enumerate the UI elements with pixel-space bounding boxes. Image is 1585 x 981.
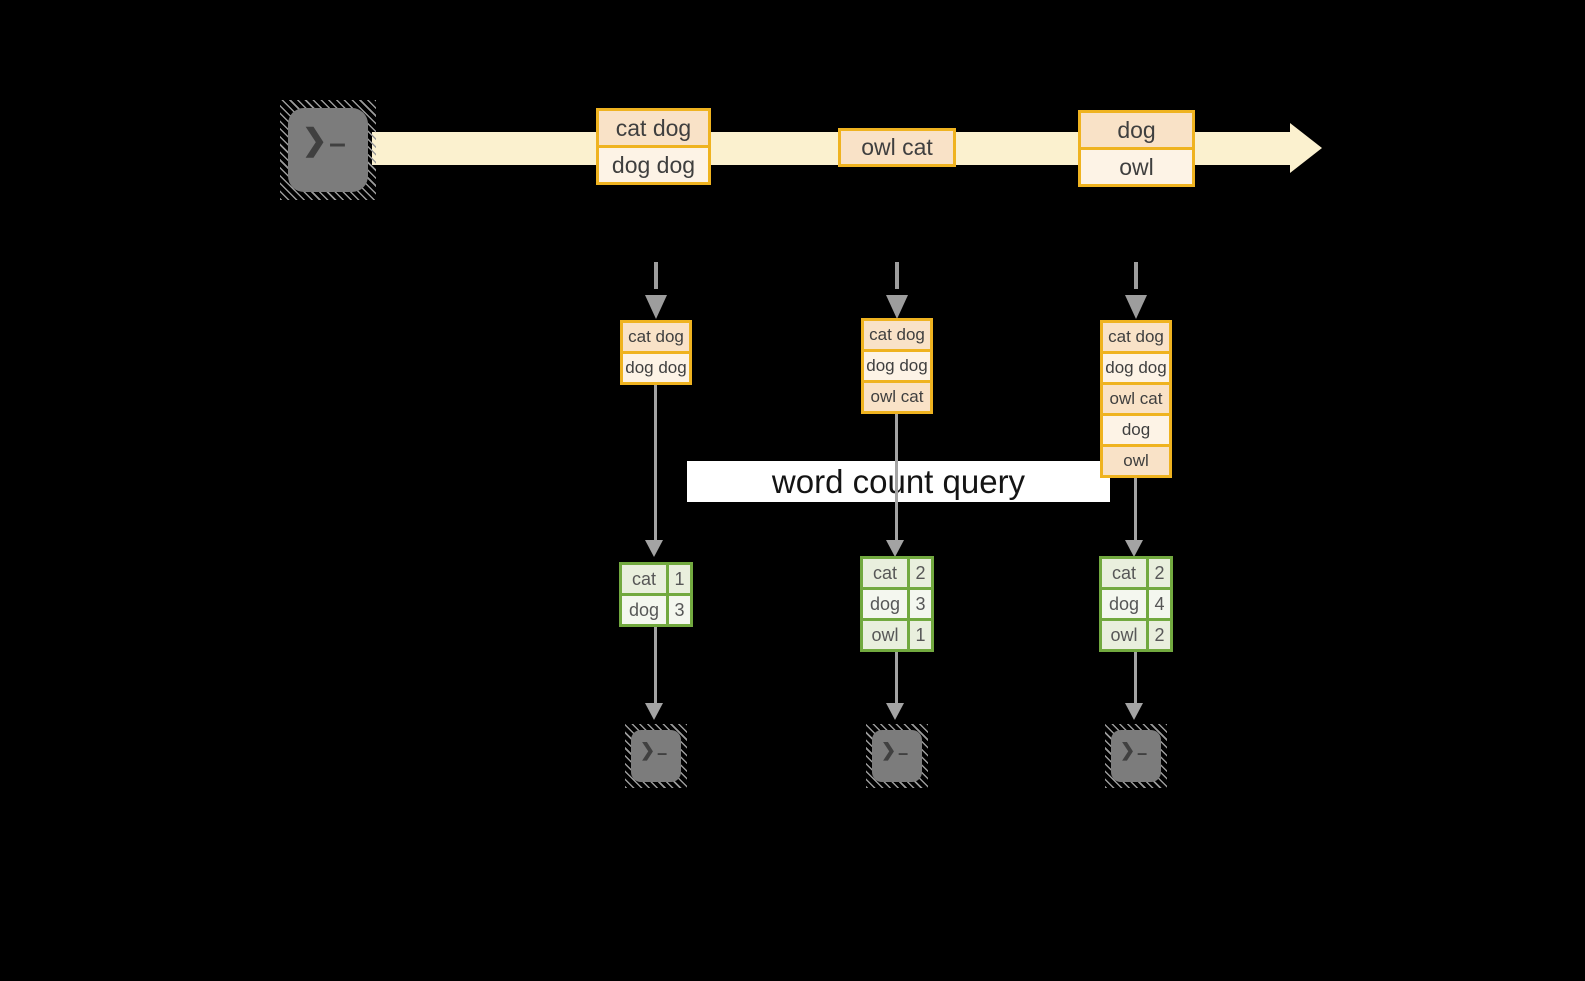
terminal-prompt-icon: ❯– xyxy=(302,124,346,159)
buffer-stack: cat dog dog dog xyxy=(620,320,692,385)
terminal-icon: ❯– xyxy=(280,100,376,200)
prompt-chevron: ❯ xyxy=(302,124,328,157)
arrow-line xyxy=(654,627,657,703)
prompt-cursor: – xyxy=(657,743,668,763)
buffer-stack: cat dog dog dog owl cat xyxy=(861,318,933,414)
stream-message-box: owl cat xyxy=(838,128,956,167)
count-word-cell: owl xyxy=(1102,621,1146,649)
prompt-cursor: – xyxy=(898,743,909,763)
count-value-cell: 1 xyxy=(910,621,931,649)
prompt-chevron: ❯ xyxy=(1120,740,1136,760)
terminal-screen: ❯– xyxy=(631,730,681,782)
stream-message: cat dog xyxy=(599,111,708,145)
count-word-cell: cat xyxy=(622,565,666,593)
count-value-cell: 3 xyxy=(669,596,690,624)
stream-message: dog dog xyxy=(599,148,708,182)
count-value-cell: 4 xyxy=(1149,590,1170,618)
prompt-chevron: ❯ xyxy=(881,740,897,760)
prompt-cursor: – xyxy=(329,127,346,160)
prompt-chevron: ❯ xyxy=(640,740,656,760)
query-banner-label: word count query xyxy=(771,462,1026,500)
terminal-icon: ❯– xyxy=(866,724,928,788)
terminal-prompt-icon: ❯– xyxy=(881,740,908,762)
buffer-stack: cat dog dog dog owl cat dog owl xyxy=(1100,320,1172,478)
dashed-arrow-head xyxy=(645,295,667,319)
terminal-icon: ❯– xyxy=(625,724,687,788)
count-word-cell: dog xyxy=(863,590,907,618)
arrow-head xyxy=(1125,703,1143,720)
terminal-icon: ❯– xyxy=(1105,724,1167,788)
terminal-screen: ❯– xyxy=(872,730,922,782)
query-banner: word count query xyxy=(687,461,1110,502)
buffered-message: dog dog xyxy=(864,352,930,380)
buffered-message: cat dog xyxy=(864,321,930,349)
arrow-line xyxy=(895,414,898,540)
word-count-table: cat 2 dog 4 owl 2 xyxy=(1099,556,1173,652)
arrow-head xyxy=(645,540,663,557)
stream-message: owl cat xyxy=(841,131,953,164)
arrow-line xyxy=(1134,478,1137,540)
terminal-prompt-icon: ❯– xyxy=(1120,740,1147,762)
dashed-arrow-head xyxy=(1125,295,1147,319)
stream-arrow-head xyxy=(1290,123,1322,173)
terminal-prompt-icon: ❯– xyxy=(640,740,667,762)
arrow-head xyxy=(1125,540,1143,557)
dashed-arrow-line xyxy=(895,262,899,289)
arrow-head xyxy=(886,540,904,557)
count-word-cell: cat xyxy=(863,559,907,587)
dashed-arrow-line xyxy=(1134,262,1138,289)
arrow-line xyxy=(1134,652,1137,703)
dashed-arrow-line xyxy=(654,262,658,289)
count-value-cell: 2 xyxy=(1149,559,1170,587)
arrow-line xyxy=(895,652,898,703)
prompt-cursor: – xyxy=(1137,743,1148,763)
count-word-cell: dog xyxy=(622,596,666,624)
terminal-screen: ❯– xyxy=(288,108,368,192)
stream-message-box: dog owl xyxy=(1078,110,1195,187)
buffered-message: dog dog xyxy=(1103,354,1169,382)
word-count-table: cat 1 dog 3 xyxy=(619,562,693,627)
buffered-message: cat dog xyxy=(623,323,689,351)
count-value-cell: 2 xyxy=(1149,621,1170,649)
arrow-head xyxy=(886,703,904,720)
buffered-message: owl cat xyxy=(864,383,930,411)
word-count-table: cat 2 dog 3 owl 1 xyxy=(860,556,934,652)
buffered-message: owl cat xyxy=(1103,385,1169,413)
stream-message: dog xyxy=(1081,113,1192,147)
count-word-cell: dog xyxy=(1102,590,1146,618)
stream-message: owl xyxy=(1081,150,1192,184)
arrow-head xyxy=(645,703,663,720)
buffered-message: cat dog xyxy=(1103,323,1169,351)
buffered-message: dog xyxy=(1103,416,1169,444)
count-word-cell: cat xyxy=(1102,559,1146,587)
count-word-cell: owl xyxy=(863,621,907,649)
dashed-arrow-head xyxy=(886,295,908,319)
stream-message-box: cat dog dog dog xyxy=(596,108,711,185)
buffered-message: dog dog xyxy=(623,354,689,382)
count-value-cell: 1 xyxy=(669,565,690,593)
terminal-screen: ❯– xyxy=(1111,730,1161,782)
count-value-cell: 2 xyxy=(910,559,931,587)
buffered-message: owl xyxy=(1103,447,1169,475)
count-value-cell: 3 xyxy=(910,590,931,618)
arrow-line xyxy=(654,385,657,540)
